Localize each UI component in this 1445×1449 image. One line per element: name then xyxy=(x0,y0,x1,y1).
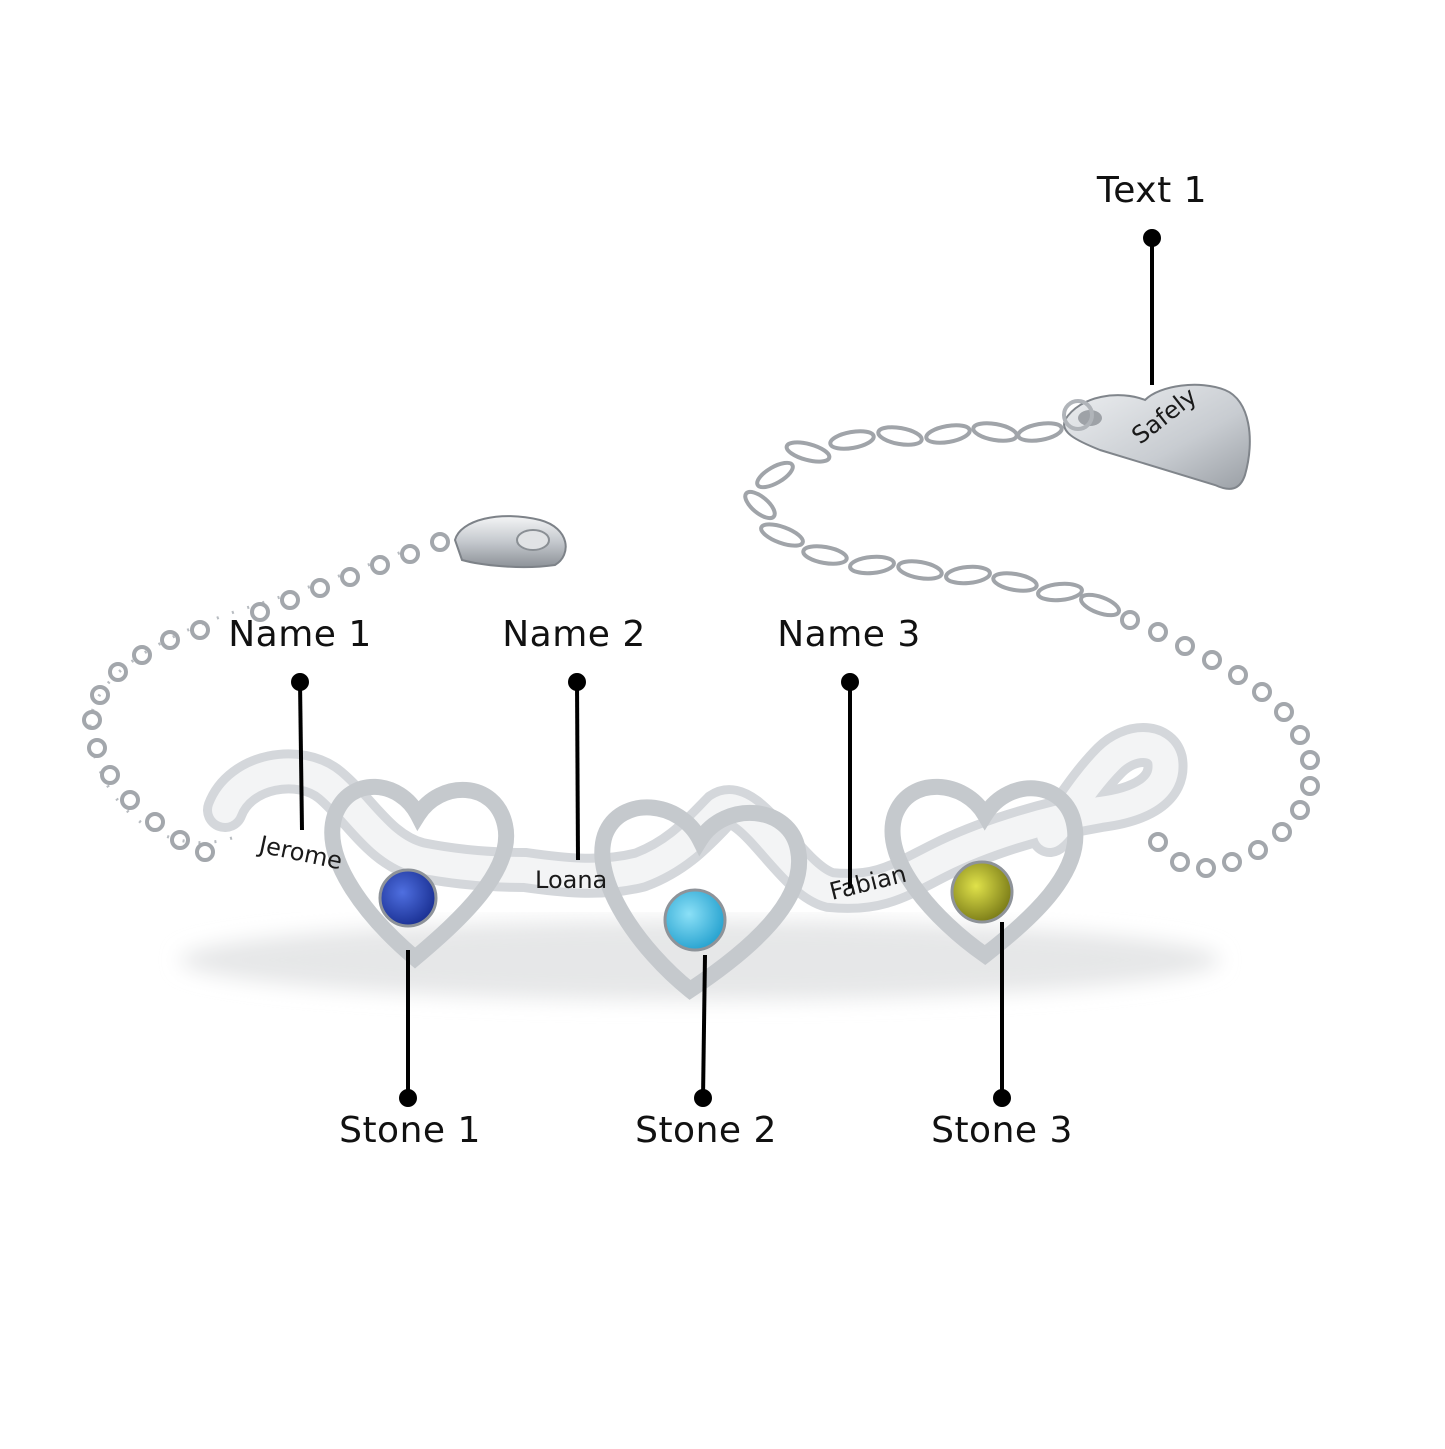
heart-2 xyxy=(594,799,808,1000)
heart-3 xyxy=(884,778,1084,965)
stone-3-gem xyxy=(950,860,1014,924)
name-2-engraving: Loana xyxy=(535,866,607,894)
callout-lines xyxy=(291,229,1161,1107)
heart-tag: Safely xyxy=(1062,382,1251,490)
stone-1-label: Stone 1 xyxy=(339,1110,481,1151)
stone-1-gem xyxy=(378,868,438,928)
name-3-label: Name 3 xyxy=(777,614,921,655)
lobster-clasp xyxy=(453,515,567,569)
name-2-label: Name 2 xyxy=(502,614,646,655)
stone-2-label: Stone 2 xyxy=(635,1110,777,1151)
text-1-label: Text 1 xyxy=(1096,170,1208,211)
left-chain xyxy=(82,532,450,862)
stone-2-gem xyxy=(663,888,727,952)
right-chain xyxy=(1120,610,1320,878)
heart-1 xyxy=(324,778,515,969)
name-1-label: Name 1 xyxy=(228,614,372,655)
extension-chain xyxy=(743,421,1121,618)
stone-3-label: Stone 3 xyxy=(931,1110,1073,1151)
